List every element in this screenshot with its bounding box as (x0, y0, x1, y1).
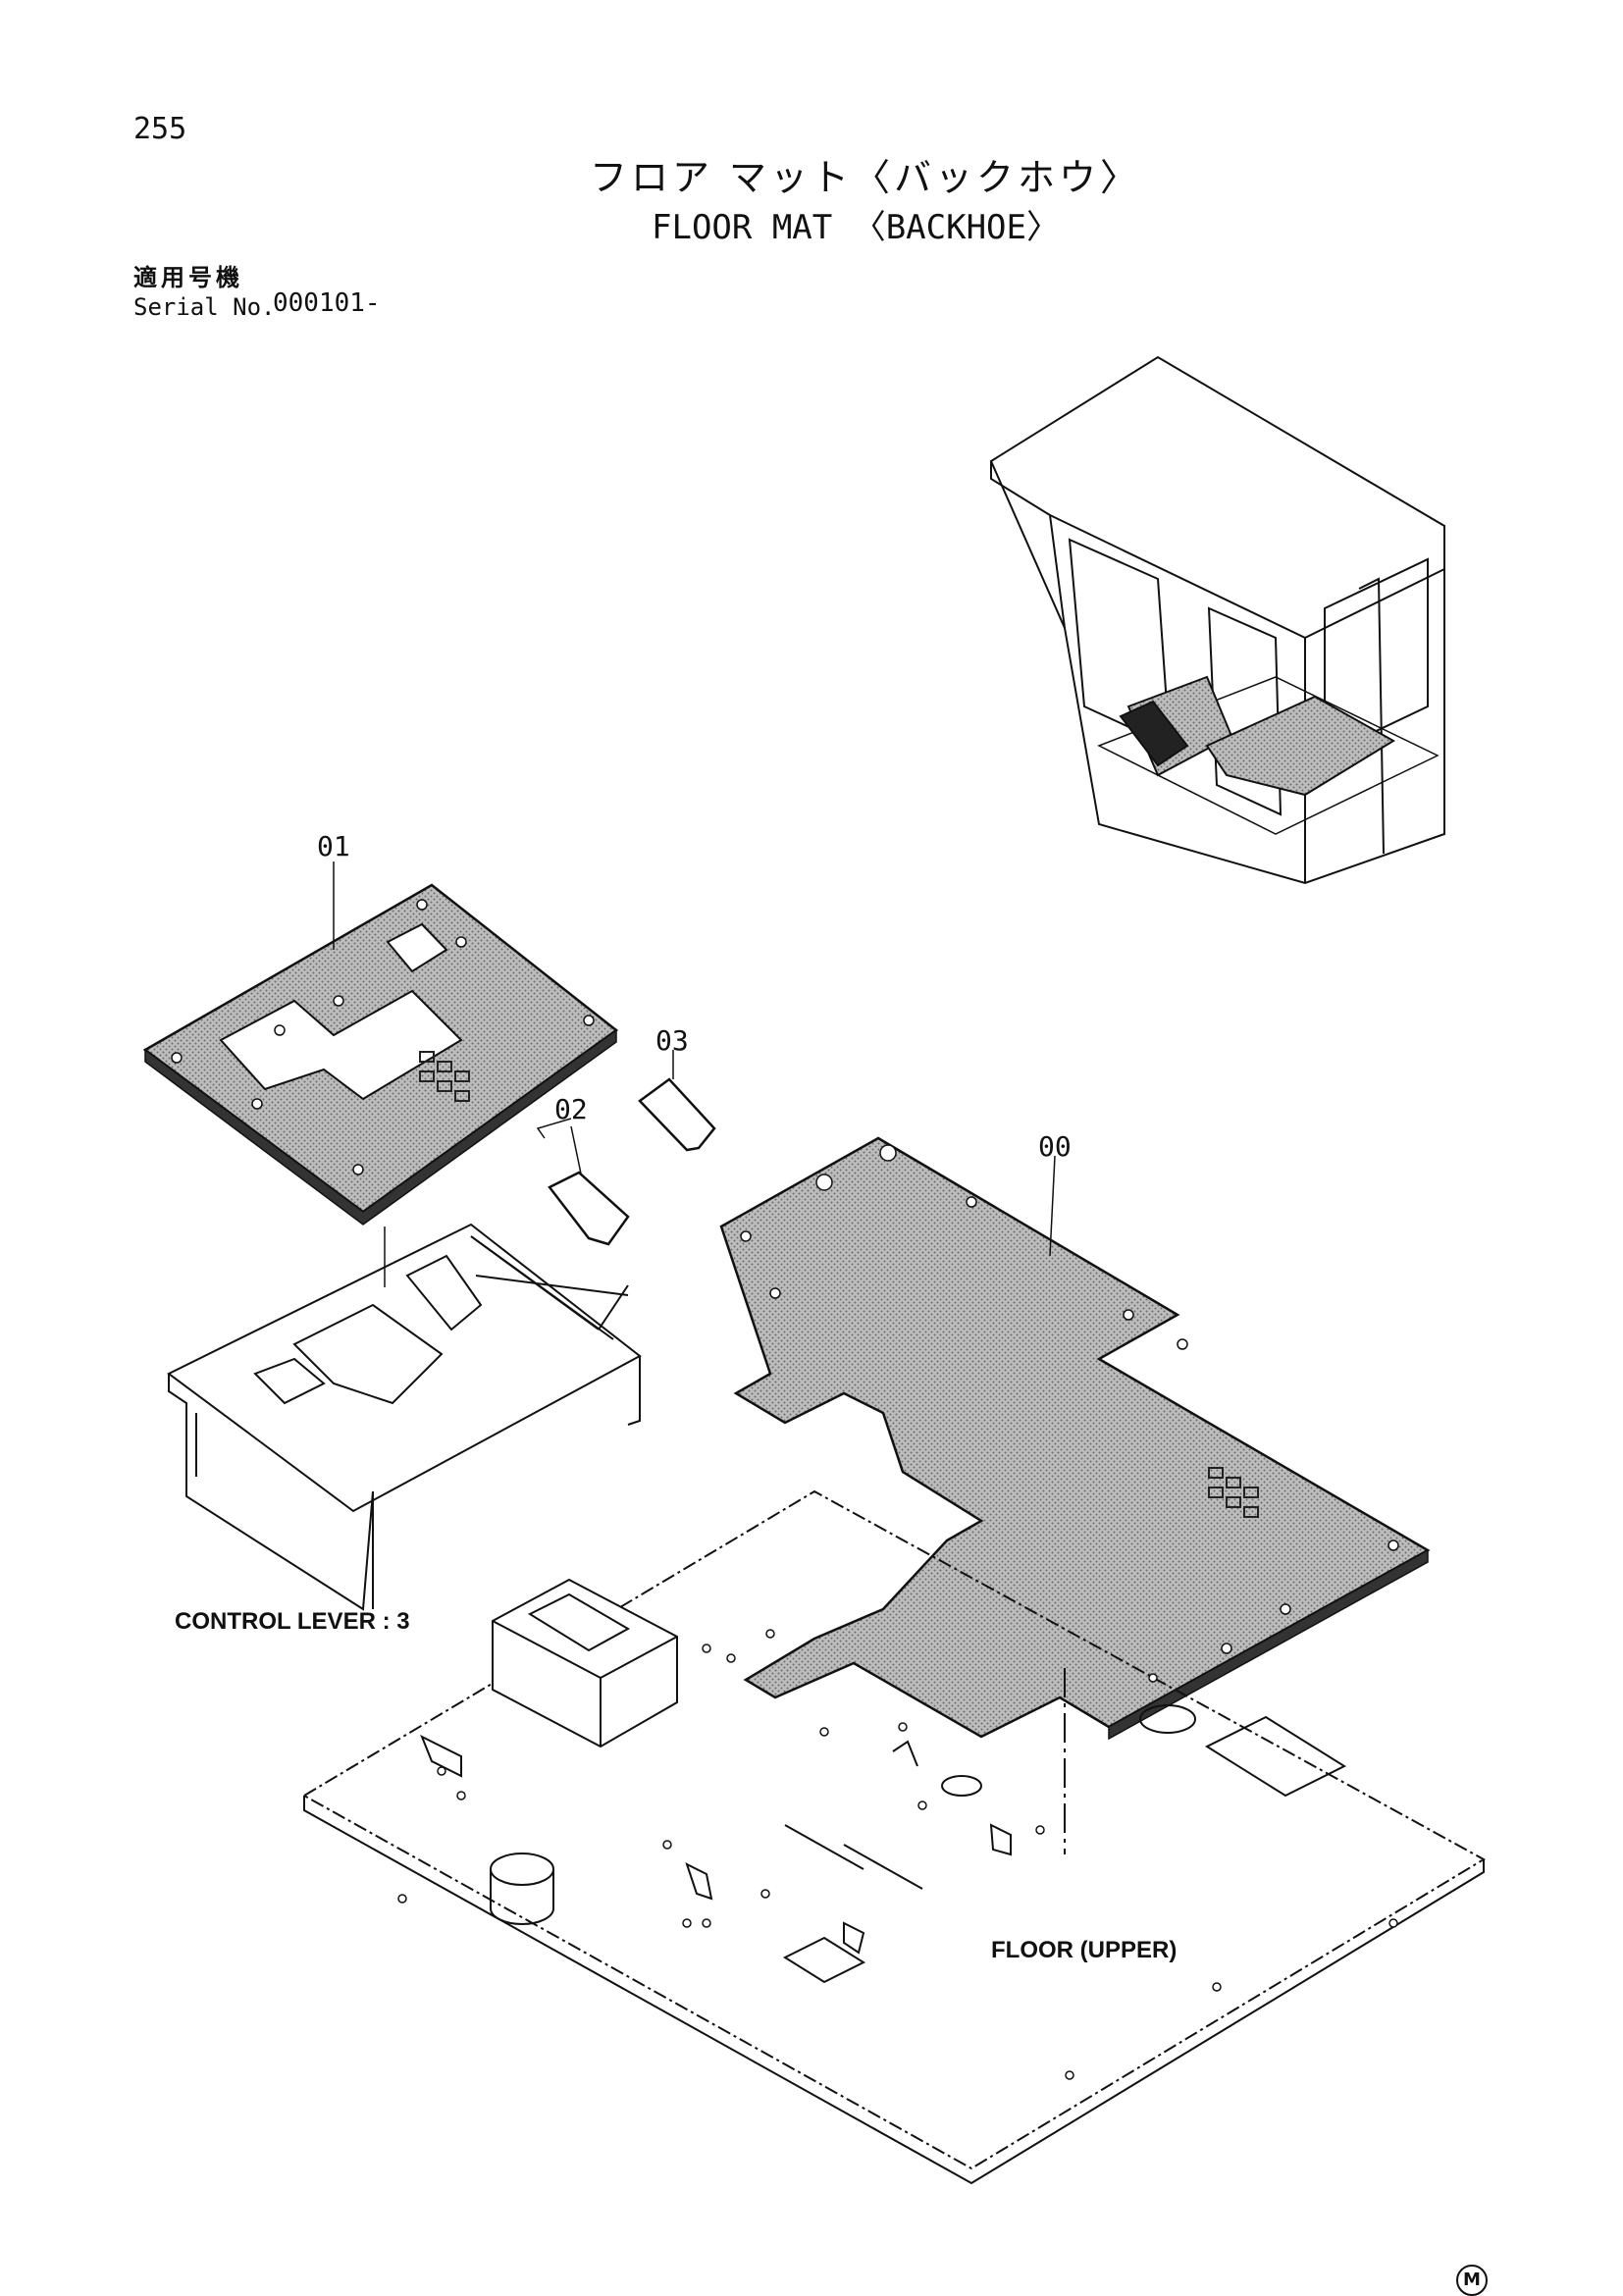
floor-mat-01 (142, 861, 619, 1287)
title-english: FLOOR MAT 〈BACKHOE〉 (652, 208, 1060, 247)
control-lever-frame (167, 1223, 642, 1611)
callout-02: 02 (554, 1093, 588, 1125)
label-control-lever: CONTROL LEVER : 3 (175, 1608, 410, 1635)
serial-label-en: Serial No. (133, 293, 276, 321)
pad-03 (638, 1050, 716, 1152)
callout-01: 01 (317, 830, 350, 862)
title-japanese: フロア マット〈バックホウ〉 (589, 156, 1142, 199)
serial-value: 000101- (273, 288, 381, 318)
page-number: 255 (133, 112, 187, 146)
pad-02 (536, 1118, 630, 1246)
serial-label-jp: 適用号機 (133, 264, 243, 291)
floor-mat-00 (719, 1136, 1431, 1854)
serial-label: 適用号機 Serial No. (133, 263, 276, 322)
label-floor-upper: FLOOR (UPPER) (991, 1937, 1177, 1963)
callout-00: 00 (1038, 1130, 1072, 1163)
callout-03: 03 (655, 1024, 689, 1057)
floor-upper-plate (302, 1489, 1487, 2185)
manufacturer-mark-icon: M (1456, 2265, 1488, 2296)
cab-overview-illustration (989, 355, 1445, 885)
